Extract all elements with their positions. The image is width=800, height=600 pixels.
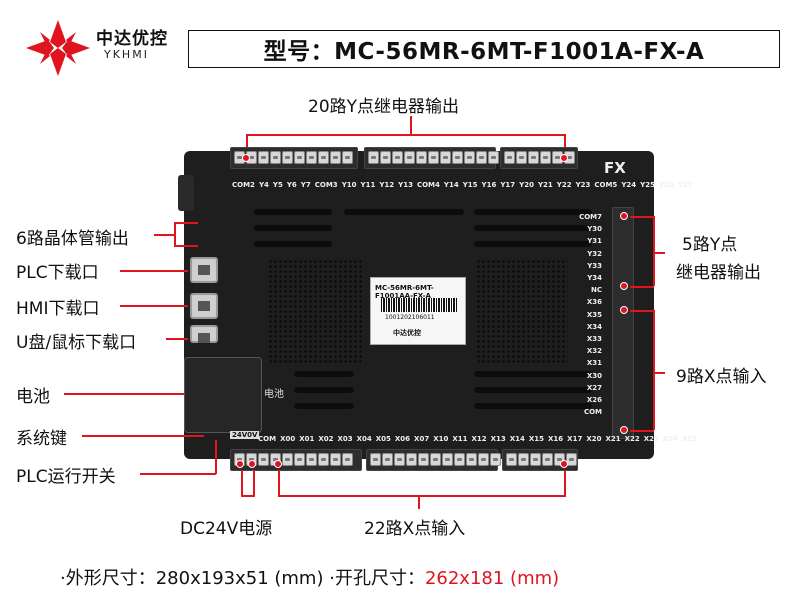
bottom-terminals [506,453,578,466]
bottom-terminals [370,453,502,466]
connector-line [215,440,217,474]
callout-usb-mouse: U盘/鼠标下载口 [16,333,137,353]
vent-slot [254,241,332,247]
model-title: 型号：MC-56MR-6MT-F1001A-FX-A [263,39,705,65]
fx-label: FX [604,159,626,177]
barcode [381,298,457,312]
callout-plc-download: PLC下载口 [16,263,99,283]
mounting-tab [178,175,194,211]
marker-dot [242,154,250,162]
top-terminals [504,151,576,164]
connector-line [154,234,176,236]
connector-line [246,134,566,136]
brand-logo-icon [26,20,90,76]
connector-line [174,222,176,246]
vent-slot [474,209,592,215]
connector-line [653,216,655,286]
connector-line [564,470,566,496]
callout-x-inputs-22: 22路X点输入 [364,519,466,539]
vent-slot [474,241,592,247]
marker-dot [620,306,628,314]
vent-slot [294,403,354,409]
connector-line [410,116,412,134]
marker-dot [274,460,282,468]
vent-slot [474,387,592,393]
callout-transistor: 6路晶体管输出 [16,229,129,249]
marker-dot [620,426,628,434]
dimensions-footer: ·外形尺寸：280x193x51 (mm) ·开孔尺寸：262x181 (mm) [60,564,559,590]
brand-name-en: YKHMI [104,48,149,61]
vent-slot [344,209,464,215]
connector-line [564,134,566,158]
battery-label: 电池 [264,389,284,400]
connector-line [174,222,198,224]
callout-system-key: 系统键 [16,429,67,449]
callout-run-switch: PLC运行开关 [16,467,116,487]
marker-dot [620,212,628,220]
terminal-strip-right [612,207,634,439]
marker-dot [560,460,568,468]
vent-slot [474,371,592,377]
connector-line [246,134,248,158]
vent-slot [474,403,592,409]
connector-line [418,495,420,509]
top-terminals [368,151,500,164]
cutout-size-value: 262x181 (mm) [424,568,560,589]
connector-line [630,430,654,432]
model-sticker: MC-56MR-6MT-F1001AA-FX-A 1001202106011 中… [370,277,466,345]
connector-line [653,372,665,374]
callout-battery: 电池 [16,387,50,407]
outer-size-label: ·外形尺寸： [60,568,156,589]
connector-line [630,216,654,218]
vent-slot [254,209,332,215]
cutout-size-label: ·开孔尺寸： [323,568,425,589]
connector-line [82,435,204,437]
connector-line [120,270,188,272]
marker-dot [236,460,244,468]
battery-cover [184,357,262,433]
callout-relay-5-line1: 5路Y点 [682,235,738,255]
callout-hmi-download: HMI下载口 [16,299,100,319]
power-label: 24V0V [230,431,260,439]
marker-dot [620,282,628,290]
callout-top-outputs: 20路Y点继电器输出 [308,97,460,117]
top-terminals [234,151,354,164]
marker-dot [560,154,568,162]
outer-size-value: 280x193x51 (mm) [155,568,324,589]
connector-line [278,470,280,496]
callout-relay-5-line2: 继电器输出 [676,263,761,283]
plc-usb-port [190,257,218,283]
vent-slot [254,225,332,231]
callout-dc24v: DC24V电源 [180,519,273,539]
connector-line [653,252,665,254]
connector-line [174,245,198,247]
vent-slot [294,371,354,377]
marker-dot [248,460,256,468]
connector-line [140,473,216,475]
connector-line [241,495,255,497]
connector-line [630,310,654,312]
vent-grid [268,259,364,363]
callout-x-inputs-9: 9路X点输入 [676,367,767,387]
vent-grid [476,259,568,363]
connector-line [120,305,188,307]
vent-slot [474,225,592,231]
model-title-box: 型号：MC-56MR-6MT-F1001A-FX-A [188,30,780,68]
usb-host-port [190,325,218,343]
connector-line [166,338,188,340]
connector-line [241,470,243,496]
brand-name: 中达优控 [96,29,168,49]
connector-line [630,286,654,288]
connector-line [64,393,184,395]
connector-line [253,470,255,496]
connector-line [653,310,655,430]
bottom-terminals [234,453,354,466]
hmi-usb-port [190,293,218,319]
connector-line [278,495,566,497]
vent-slot [294,387,354,393]
